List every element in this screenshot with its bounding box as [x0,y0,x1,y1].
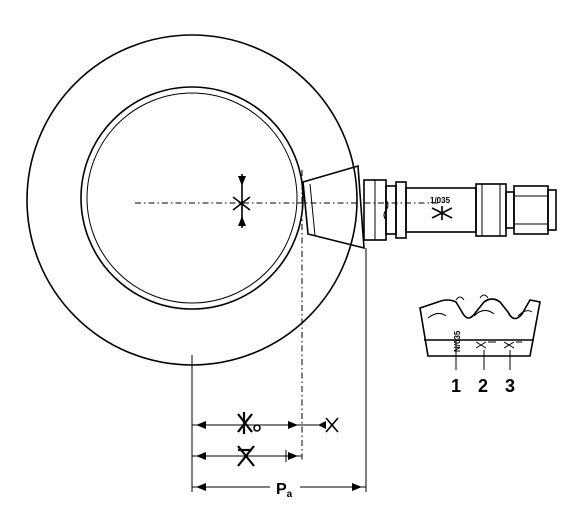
pinion-cone [302,164,365,250]
callout-2: 2 [478,376,488,396]
pinion-shaft [405,183,557,237]
dimension-line-pa [192,483,366,491]
tooth-detail-view [419,294,541,370]
pinion-delta-symbol [431,206,453,220]
dimension-1-symbol [237,412,261,434]
callout-3: 3 [505,376,515,396]
tooth-detail-marking: N/035 [453,330,462,352]
pinion-marking: 1/035 [430,196,451,205]
center-mark [232,174,251,228]
tooth-detail-symbol-2 [475,341,496,349]
dimension-pa-label: Pa [276,481,293,500]
pinion-hub [363,179,407,241]
dimension-pa-subscript: a [287,489,293,500]
ring-gear-outer-circle [26,34,358,366]
ring-gear-inner-circle-inner [86,92,298,304]
dimension-pa-letter: P [276,481,287,498]
tooth-detail-symbol-3 [503,341,522,349]
callout-1: 1 [451,376,461,396]
dimension-2-symbol [237,445,255,467]
ring-gear-inner-circle-outer [80,86,304,310]
offset-symbol [325,417,339,433]
